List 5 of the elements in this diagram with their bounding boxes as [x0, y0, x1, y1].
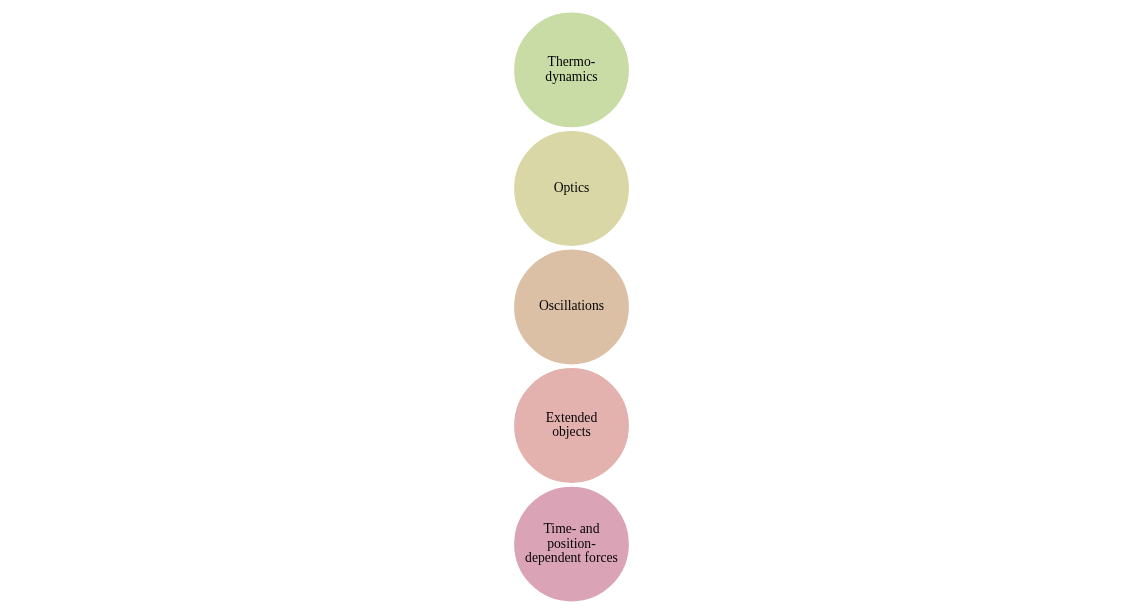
- node-circle: Oscillations: [512, 248, 630, 366]
- node-circle: Time- and position- dependent forces: [512, 485, 630, 603]
- node-circle: Extended objects: [512, 366, 630, 485]
- node-circle: Thermo- dynamics: [512, 11, 630, 129]
- node-circle: Optics: [512, 129, 630, 248]
